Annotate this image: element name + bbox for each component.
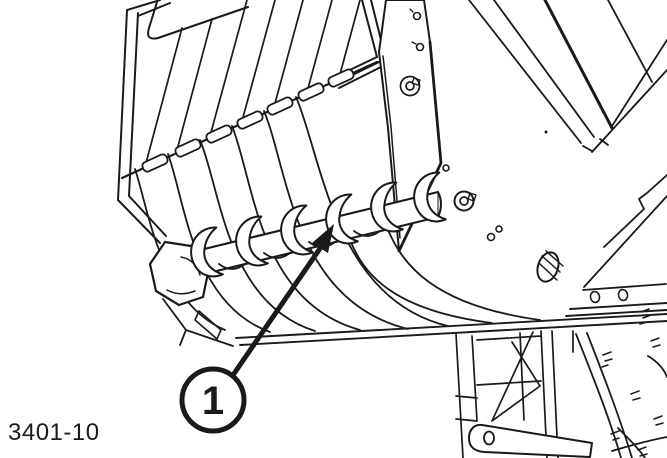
- chain-link-icon: [174, 138, 202, 158]
- callout-1-marker: 1: [179, 224, 334, 434]
- pivot-arm-hole: [483, 430, 495, 446]
- dot-mark: [544, 130, 548, 134]
- support-bracket-lines: [455, 330, 574, 458]
- callout-number: 1: [202, 379, 224, 423]
- auger-flight: [413, 171, 447, 223]
- rail-hole-icon: [617, 288, 629, 302]
- bolt-icon: [442, 164, 450, 172]
- bolt-icon: [495, 225, 503, 233]
- rail-hole-icon: [589, 290, 601, 304]
- end-bracket-corner: [162, 298, 234, 347]
- washer-icon: [399, 75, 421, 97]
- auger-flight: [235, 215, 269, 267]
- tire-tread-stipple: [601, 308, 664, 457]
- auger-spiral-nubs: [218, 230, 381, 270]
- pivot-arm: [468, 423, 593, 458]
- fin-panel: [117, 0, 385, 244]
- oval-slot-outline: [536, 251, 560, 283]
- auger-flight: [280, 204, 314, 256]
- bolt-icon: [415, 42, 425, 52]
- bolt-icon: [412, 11, 422, 21]
- auger-flight: [190, 226, 224, 278]
- lower-beam: [582, 174, 667, 304]
- panel-fasteners: [399, 8, 548, 242]
- chain-link-icon: [327, 68, 355, 88]
- auger-flight: [370, 181, 404, 233]
- figure-number-label: 3401-10: [8, 419, 100, 446]
- tire-outline: [575, 332, 667, 458]
- bolt-tick-icon: [411, 41, 417, 45]
- beam-thick-edge: [543, 0, 614, 130]
- l-bracket: [194, 310, 222, 340]
- oval-slot: [536, 250, 564, 283]
- chain-rod: [120, 60, 379, 180]
- auger-flight: [325, 193, 359, 245]
- callout-arrow-line: [228, 244, 324, 381]
- chain-link-icon: [297, 82, 325, 102]
- beam-lines: [468, 0, 667, 153]
- bottom-rails: [235, 302, 667, 346]
- washer-tab-icon: [411, 77, 421, 86]
- washer-icon: [453, 190, 475, 212]
- chain-link-icon: [236, 110, 264, 130]
- washer-tab-icon: [467, 192, 477, 202]
- louver-fins: [145, 0, 361, 164]
- bolt-tick-icon: [409, 8, 414, 13]
- chain-link-icon: [205, 124, 233, 144]
- support-bracket: [455, 330, 593, 458]
- fin-panel-edges: [117, 0, 385, 244]
- wheel-tire: [575, 308, 667, 458]
- lower-beam-lines: [582, 174, 667, 291]
- frame-beams: [468, 0, 667, 153]
- chain-link-icon: [266, 96, 294, 116]
- bolt-icon: [486, 232, 496, 242]
- chain-link-icon: [141, 153, 169, 173]
- arrowhead-icon: [312, 224, 334, 253]
- oval-slot-hatch: [539, 250, 564, 281]
- bolt-icon: [405, 81, 415, 91]
- callout-circle: [179, 366, 247, 434]
- bolt-icon: [459, 196, 469, 206]
- auger-flights: [190, 171, 447, 278]
